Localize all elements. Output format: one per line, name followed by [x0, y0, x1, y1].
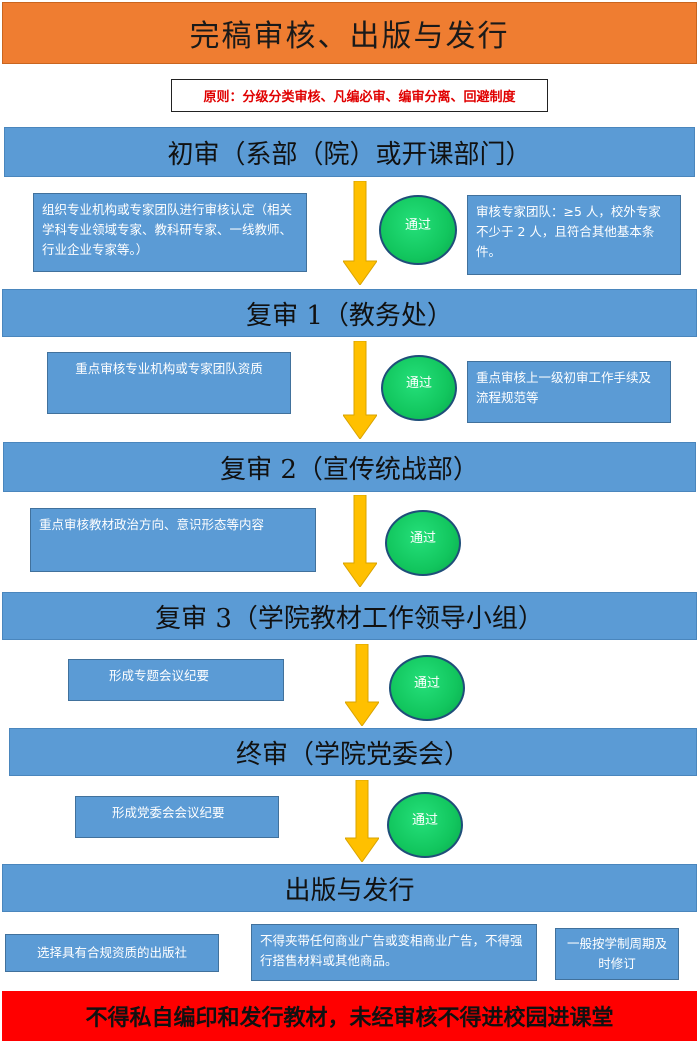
stage-review-3: 复审 3（学院教材工作领导小组）: [2, 592, 697, 640]
pass-badge: 通过: [389, 655, 465, 721]
principle-box: 原则：分级分类审核、凡编必审、编审分离、回避制度: [171, 79, 548, 112]
publish-note-publisher: 选择具有合规资质的出版社: [5, 934, 219, 972]
stage-initial-review-right-note: 审核专家团队：≥5 人，校外专家不少于 2 人，且符合其他基本条件。: [467, 195, 681, 275]
stage-initial-review: 初审（系部（院）或开课部门）: [4, 127, 695, 177]
stage-review-1: 复审 1（教务处）: [2, 289, 697, 337]
publish-note-no-ads: 不得夹带任何商业广告或变相商业广告，不得强行搭售材料或其他商品。: [251, 924, 537, 981]
stage-review-2-left-note: 重点审核教材政治方向、意识形态等内容: [30, 508, 316, 572]
arrow-down-icon: [345, 780, 379, 862]
stage-initial-review-left-note: 组织专业机构或专家团队进行审核认定（相关学科专业领域专家、教科研专家、一线教师、…: [33, 193, 307, 272]
stage-review-3-left-note: 形成专题会议纪要: [68, 659, 284, 701]
stage-review-1-right-note: 重点审核上一级初审工作手续及流程规范等: [467, 361, 671, 423]
pass-badge: 通过: [379, 195, 457, 265]
page-title: 完稿审核、出版与发行: [2, 2, 697, 64]
arrow-down-icon: [343, 341, 377, 439]
publish-note-revision: 一般按学制周期及时修订: [555, 928, 679, 980]
stage-review-2: 复审 2（宣传统战部）: [3, 442, 696, 492]
arrow-down-icon: [345, 644, 379, 726]
arrow-down-icon: [343, 495, 377, 587]
pass-badge: 通过: [381, 355, 457, 421]
stage-final-review-left-note: 形成党委会会议纪要: [75, 796, 279, 838]
stage-final-review: 终审（学院党委会）: [9, 728, 697, 776]
stage-review-1-left-note: 重点审核专业机构或专家团队资质: [47, 352, 291, 414]
footer-warning: 不得私自编印和发行教材，未经审核不得进校园进课堂: [2, 991, 697, 1041]
stage-publish: 出版与发行: [2, 864, 697, 912]
arrow-down-icon: [343, 181, 377, 285]
pass-badge: 通过: [385, 510, 461, 576]
pass-badge: 通过: [387, 792, 463, 858]
